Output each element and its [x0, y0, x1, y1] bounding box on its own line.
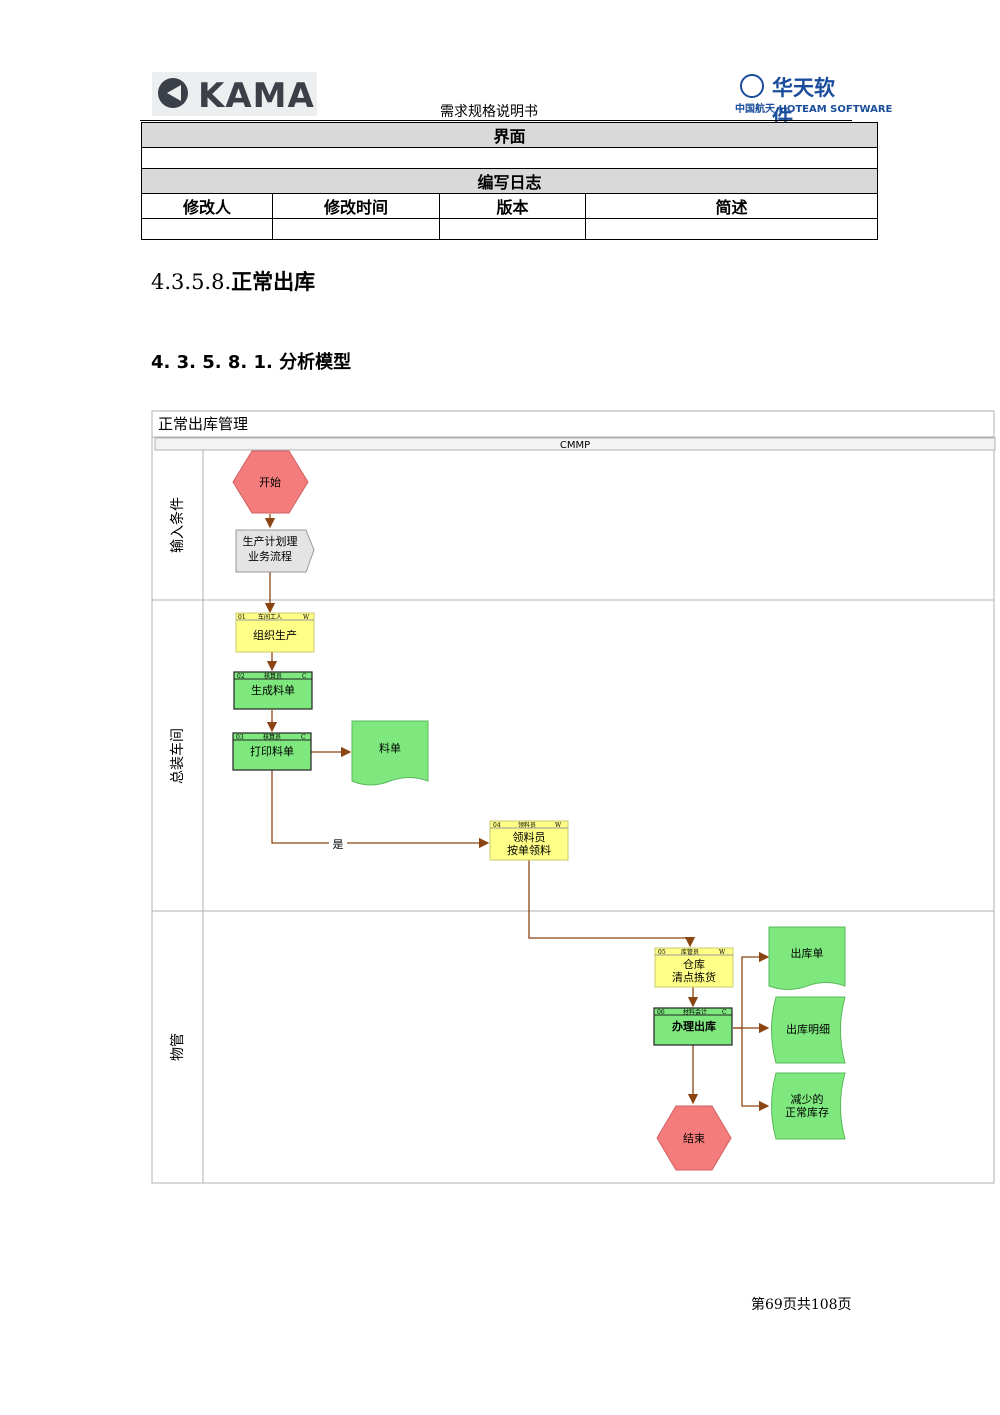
kama-logo-text: KAMA — [198, 76, 315, 116]
task-03-label: 打印料单 — [250, 744, 294, 758]
task-06-code: 06 — [657, 1009, 665, 1016]
task-01-role: 车间工人 — [258, 613, 282, 621]
start-node — [232, 450, 309, 514]
document-outbound-order — [768, 926, 846, 990]
data-outbound-detail-label: 出库明细 — [786, 1022, 830, 1036]
lane-input: 输入条件 — [169, 497, 186, 553]
revision-log-table: 界面 编写日志 修改人 修改时间 版本 简述 — [141, 122, 878, 240]
section-heading: 4.3.5.8.正常出库 — [151, 266, 315, 296]
task-05-code: 05 — [658, 949, 666, 956]
section-number: 4.3.5.8. — [151, 270, 232, 294]
document-outbound-order-label: 出库单 — [791, 946, 824, 960]
task-04-code: 04 — [493, 822, 501, 829]
task-02 — [233, 671, 313, 710]
task-01-type: W — [303, 614, 310, 621]
task-01-code: 01 — [238, 614, 246, 621]
column-header-summary: 简述 — [585, 193, 878, 219]
interface-header: 界面 — [141, 122, 878, 148]
edge-label-yes: 是 — [333, 838, 344, 851]
task-02-role: 核算员 — [264, 672, 282, 680]
task-02-label: 生成料单 — [251, 683, 295, 697]
task-02-code: 02 — [237, 673, 245, 680]
start-label: 开始 — [259, 475, 281, 489]
task-02-type: C — [302, 673, 307, 680]
pool-label: CMMP — [560, 440, 590, 451]
data-store-inventory — [771, 1072, 846, 1140]
task-05-role: 库管员 — [681, 948, 699, 956]
task-04-type: W — [555, 822, 562, 829]
column-header-version: 版本 — [439, 193, 586, 219]
end-node — [656, 1105, 732, 1171]
task-04-label-2: 按单领料 — [507, 843, 551, 857]
document-material-list — [351, 720, 429, 786]
end-label: 结束 — [683, 1132, 705, 1145]
data-outbound-detail — [771, 996, 846, 1064]
task-05-type: W — [719, 949, 726, 956]
task-03-code: 03 — [236, 734, 244, 741]
task-03-role: 核算员 — [263, 733, 281, 741]
kama-logo: KAMA — [152, 72, 317, 116]
data-store-inventory-line2: 正常库存 — [785, 1105, 829, 1119]
diagram-title: 正常出库管理 — [158, 415, 248, 433]
data-store-inventory-line1: 减少的 — [791, 1092, 824, 1106]
process-ref-line2: 业务流程 — [248, 549, 292, 563]
task-01-label: 组织生产 — [253, 628, 297, 642]
task-06-type: C — [722, 1009, 727, 1016]
document-title: 需求规格说明书 — [440, 104, 538, 120]
task-05-label-2: 清点拣货 — [672, 970, 716, 984]
hoteam-logo-icon — [740, 74, 764, 98]
task-05-label-1: 仓库 — [683, 957, 705, 971]
task-03-type: C — [301, 734, 306, 741]
table-cell — [585, 218, 878, 240]
section-title: 正常出库 — [231, 270, 316, 294]
hoteam-logo-sub: 中国航天 HOTEAM SOFTWARE — [735, 104, 893, 115]
kama-logo-icon — [158, 78, 188, 108]
subsection-heading: 4. 3. 5. 8. 1. 分析模型 — [151, 352, 352, 373]
task-06-label: 办理出库 — [672, 1019, 716, 1033]
page-number: 第69页共108页 — [751, 1297, 852, 1313]
document-material-list-label: 料单 — [379, 741, 401, 755]
task-04-role: 领料员 — [518, 821, 536, 829]
log-header: 编写日志 — [141, 168, 878, 194]
process-ref-node — [235, 529, 315, 573]
task-06-role: 材料会计 — [683, 1008, 707, 1016]
task-06 — [653, 1007, 733, 1046]
lane-assembly: 总装车间 — [169, 728, 186, 784]
lane-materials: 物管 — [170, 1033, 186, 1061]
task-03 — [232, 732, 312, 771]
header-rule — [140, 120, 852, 121]
process-ref-line1: 生产计划理 — [243, 534, 298, 548]
task-04-label-1: 领料员 — [513, 830, 546, 844]
